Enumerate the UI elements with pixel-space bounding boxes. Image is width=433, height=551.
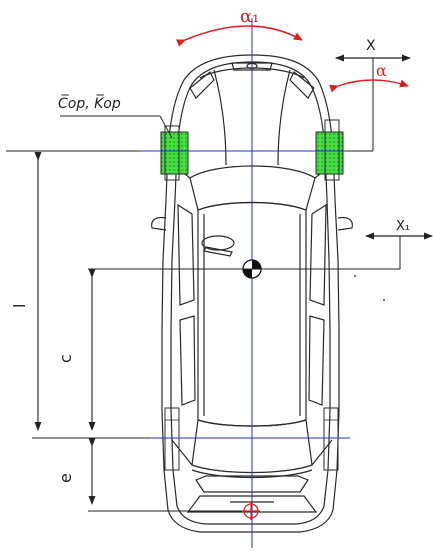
front-left-wheel xyxy=(160,125,189,181)
c-label: c xyxy=(56,354,75,363)
steer-angle-arrow xyxy=(329,79,409,93)
wheelbase-label: l xyxy=(10,304,29,308)
stiffness-label: C̅op, K̅op xyxy=(58,94,121,112)
marker-dot xyxy=(383,299,385,301)
e-label: e xyxy=(56,473,75,483)
yaw-rotation-arrow xyxy=(176,25,303,47)
marker-dot xyxy=(354,275,356,277)
car-body xyxy=(151,54,353,533)
stiffness-leader-diag xyxy=(159,115,173,139)
alpha-label: α xyxy=(376,61,387,80)
rear-right-wheel xyxy=(323,407,339,471)
x1-label: X₁ xyxy=(396,219,410,234)
alpha1-label: α₁ xyxy=(240,6,259,27)
front-right-wheel xyxy=(315,119,344,181)
reference-point-icon xyxy=(242,502,260,520)
rear-left-wheel xyxy=(164,407,180,471)
x-label: X xyxy=(366,38,376,54)
